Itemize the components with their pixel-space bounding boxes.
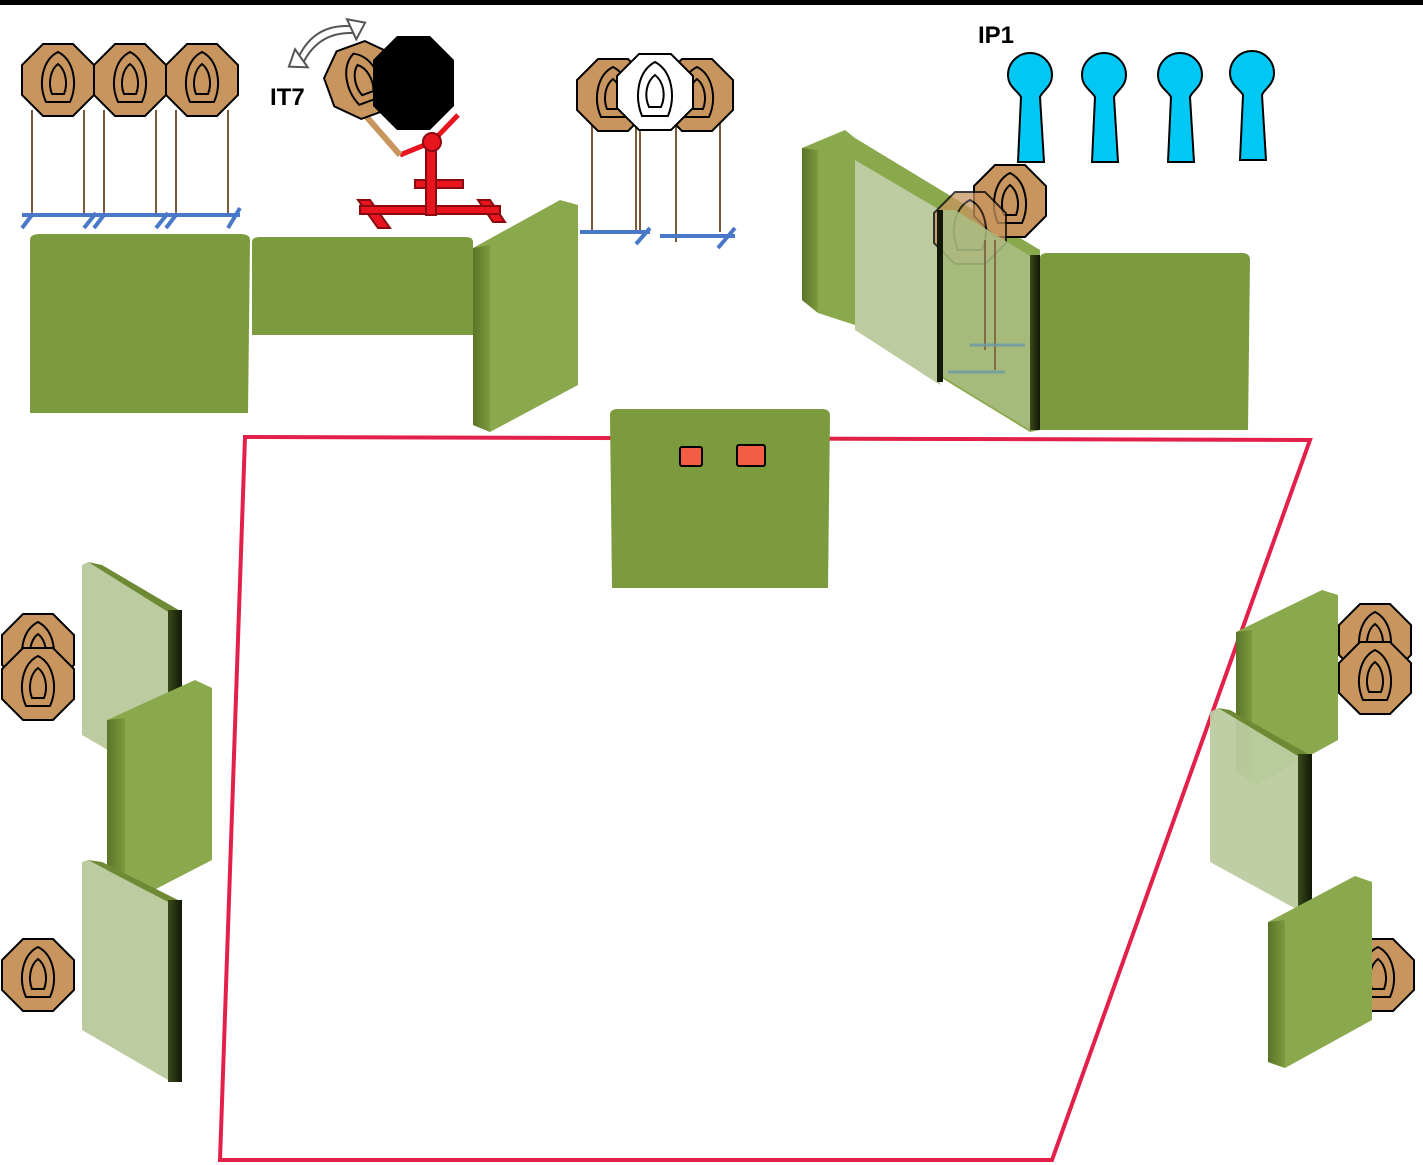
ip1-poppers: IP1: [978, 22, 1276, 163]
see-through-wall: [1210, 708, 1298, 910]
activator-button: [679, 446, 703, 467]
wall-solid: [30, 234, 250, 413]
top-border: [0, 0, 1423, 5]
paper-target: [21, 43, 95, 117]
steel-plate-octagon: [373, 36, 454, 130]
paper-target: [93, 43, 167, 117]
wall-angled: [107, 680, 212, 905]
paper-target: [165, 43, 239, 117]
popper-icon: [1006, 52, 1054, 163]
right-side-group: [1210, 590, 1415, 1068]
top-left-target-group: [20, 43, 242, 230]
see-through-wall: [82, 860, 168, 1080]
popper-icon: [1080, 52, 1128, 163]
mover-pivot: [422, 132, 442, 152]
top-middle-target-group: [576, 53, 737, 250]
stand-base: [20, 206, 242, 230]
popper-icon: [1228, 50, 1276, 161]
shooting-area-boundary: [217, 434, 1313, 1162]
top-left-walls: [30, 200, 578, 432]
ip1-label: IP1: [978, 22, 1014, 49]
it7-mover: IT7: [270, 17, 507, 229]
wall-solid: [1040, 253, 1250, 430]
mover-crossbar: [414, 179, 464, 189]
paper-target: [1, 938, 75, 1012]
wall-angled: [1268, 876, 1372, 1068]
no-shoot-target: [616, 53, 694, 131]
wall-edge: [1030, 255, 1040, 430]
wall-angled: [473, 200, 578, 432]
paper-target: [1, 647, 75, 721]
see-through-panel: [855, 160, 940, 385]
wall-solid: [252, 237, 473, 335]
activator-button: [736, 444, 766, 467]
center-wall: [610, 409, 830, 588]
it7-label: IT7: [270, 84, 305, 111]
paper-target: [1338, 641, 1412, 715]
popper-icon: [1156, 52, 1204, 163]
left-side-group: [1, 562, 212, 1082]
wall-edge: [937, 210, 943, 382]
rotation-arrow-icon: [287, 17, 367, 69]
see-through-wall: [940, 210, 1040, 430]
top-right-structure: [802, 130, 1250, 432]
